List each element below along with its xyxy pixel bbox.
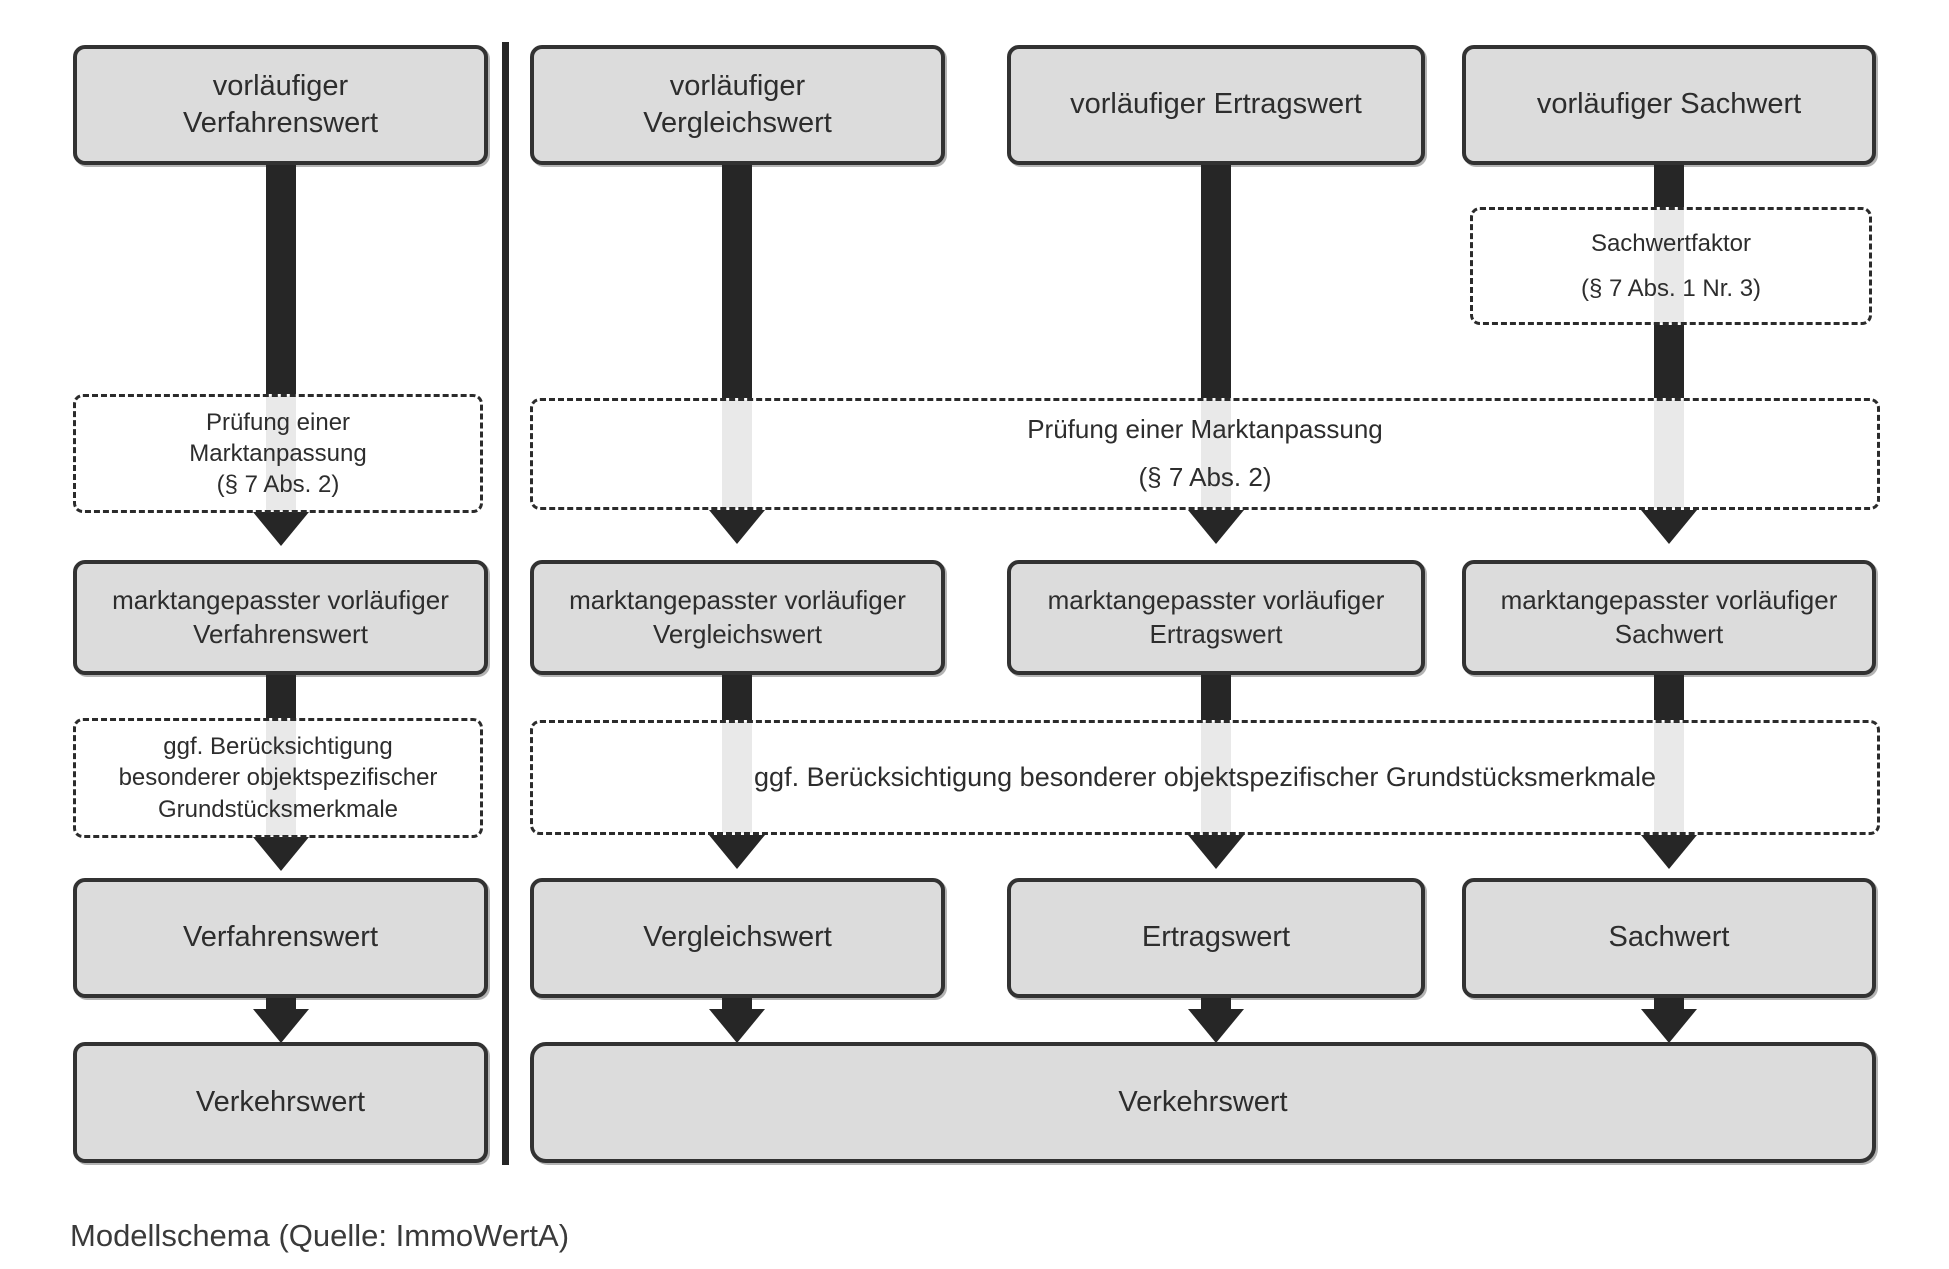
down-arrow-pass-shaft: [722, 722, 752, 833]
node-label-line: marktangepasster vorläufiger: [569, 585, 906, 616]
box-label-line: besonderer objektspezifischer: [118, 764, 438, 792]
down-arrow-shaft: [722, 165, 752, 398]
down-arrow-pass-shaft: [1201, 722, 1231, 833]
box-label-line: Prüfung einer: [205, 408, 351, 436]
node-ertragswert: Ertragswert: [1007, 878, 1425, 998]
node-marktangepasster-ertragswert: marktangepasster vorläufiger Ertragswert: [1007, 560, 1425, 675]
box-grundstuecksmerkmale-shared: ggf. Berücksichtigung besonderer objekts…: [530, 720, 1880, 835]
down-arrow-head-icon: [709, 510, 765, 544]
down-arrow-shaft: [1654, 675, 1684, 720]
node-label-line: Verfahrenswert: [182, 921, 379, 954]
node-label-line: Verkehrswert: [195, 1085, 366, 1118]
node-vorlaeufiger-verfahrenswert: vorläufiger Verfahrenswert: [73, 45, 488, 165]
box-label-line: ggf. Berücksichtigung besonderer objekts…: [754, 761, 1656, 792]
node-label-line: vorläufiger Ertragswert: [1070, 88, 1362, 121]
box-pruefung-marktanpassung-shared: Prüfung einer Marktanpassung (§ 7 Abs. 2…: [530, 398, 1880, 510]
node-vergleichswert: Vergleichswert: [530, 878, 945, 998]
down-arrow-shaft: [1654, 325, 1684, 398]
down-arrow-head-icon: [253, 1009, 309, 1043]
node-verfahrenswert: Verfahrenswert: [73, 878, 488, 998]
node-label-line: Vergleichswert: [652, 618, 823, 649]
down-arrow-head-icon: [253, 512, 309, 546]
down-arrow-shaft: [1654, 165, 1684, 207]
node-marktangepasster-verfahrenswert: marktangepasster vorläufiger Verfahrensw…: [73, 560, 488, 675]
box-label-line: (§ 7 Abs. 2): [1138, 462, 1272, 492]
box-grundstuecksmerkmale-verfahren: ggf. Berücksichtigung besonderer objekts…: [73, 718, 483, 838]
box-label-line: (§ 7 Abs. 1 Nr. 3): [1580, 275, 1762, 302]
node-vorlaeufiger-vergleichswert: vorläufiger Vergleichswert: [530, 45, 945, 165]
down-arrow-shaft: [1654, 998, 1684, 1012]
node-label-line: Vergleichswert: [643, 107, 832, 139]
down-arrow-head-icon: [1188, 510, 1244, 544]
node-label-line: Ertragswert: [1149, 618, 1283, 649]
down-arrow-pass-shaft: [266, 720, 296, 836]
down-arrow-shaft: [722, 998, 752, 1012]
down-arrow-pass-shaft: [266, 396, 296, 511]
box-label-line: Sachwertfaktor: [1590, 229, 1752, 257]
down-arrow-head-icon: [1188, 1009, 1244, 1043]
node-label-line: marktangepasster vorläufiger: [112, 585, 449, 616]
column-divider: [502, 42, 509, 1165]
down-arrow-shaft: [1201, 998, 1231, 1012]
box-sachwertfaktor: Sachwertfaktor (§ 7 Abs. 1 Nr. 3): [1470, 207, 1872, 325]
diagram-caption: Modellschema (Quelle: ImmoWertA): [70, 1218, 570, 1253]
node-verkehrswert-shared: Verkehrswert: [530, 1042, 1876, 1163]
box-label-line: (§ 7 Abs. 2): [216, 471, 340, 499]
down-arrow-shaft: [1201, 675, 1231, 720]
node-label-line: Sachwert: [1614, 618, 1724, 649]
down-arrow-head-icon: [709, 1009, 765, 1043]
node-marktangepasster-sachwert: marktangepasster vorläufiger Sachwert: [1462, 560, 1876, 675]
down-arrow-pass-shaft: [1654, 400, 1684, 508]
box-label-line: Prüfung einer Marktanpassung: [1027, 414, 1383, 445]
box-label-line: Marktanpassung: [189, 439, 367, 467]
node-label-line: Verfahrenswert: [182, 107, 379, 139]
node-label-line: marktangepasster vorläufiger: [1047, 585, 1385, 616]
node-label-line: Verkehrswert: [1118, 1085, 1288, 1118]
down-arrow-shaft: [266, 675, 296, 718]
down-arrow-pass-shaft: [1654, 209, 1684, 323]
node-label-line: vorläufiger: [669, 69, 806, 102]
box-label-line: ggf. Berücksichtigung: [163, 733, 393, 761]
down-arrow-pass-shaft: [1654, 722, 1684, 833]
down-arrow-head-icon: [1641, 1009, 1697, 1043]
node-verkehrswert-verfahren: Verkehrswert: [73, 1042, 488, 1163]
down-arrow-head-icon: [1641, 835, 1697, 869]
node-label-line: Sachwert: [1608, 921, 1730, 954]
down-arrow-shaft: [266, 998, 296, 1012]
down-arrow-pass-shaft: [1201, 400, 1231, 508]
node-label-line: Verfahrenswert: [193, 618, 368, 649]
down-arrow-head-icon: [1188, 835, 1244, 869]
node-vorlaeufiger-ertragswert: vorläufiger Ertragswert: [1007, 45, 1425, 165]
down-arrow-shaft: [1201, 165, 1231, 398]
down-arrow-head-icon: [709, 835, 765, 869]
box-pruefung-marktanpassung-verfahren: Prüfung einer Marktanpassung (§ 7 Abs. 2…: [73, 394, 483, 513]
node-label-line: marktangepasster vorläufiger: [1500, 585, 1838, 616]
down-arrow-head-icon: [1641, 510, 1697, 544]
box-label-line: Grundstücksmerkmale: [157, 795, 399, 823]
down-arrow-head-icon: [253, 837, 309, 871]
node-label-line: vorläufiger: [212, 69, 349, 102]
node-label-line: Ertragswert: [1141, 921, 1291, 954]
down-arrow-shaft: [266, 165, 296, 394]
node-marktangepasster-vergleichswert: marktangepasster vorläufiger Vergleichsw…: [530, 560, 945, 675]
node-vorlaeufiger-sachwert: vorläufiger Sachwert: [1462, 45, 1876, 165]
node-label-line: vorläufiger Sachwert: [1536, 88, 1802, 121]
down-arrow-shaft: [722, 675, 752, 720]
node-sachwert: Sachwert: [1462, 878, 1876, 998]
node-label-line: Vergleichswert: [643, 921, 832, 954]
down-arrow-pass-shaft: [722, 400, 752, 508]
